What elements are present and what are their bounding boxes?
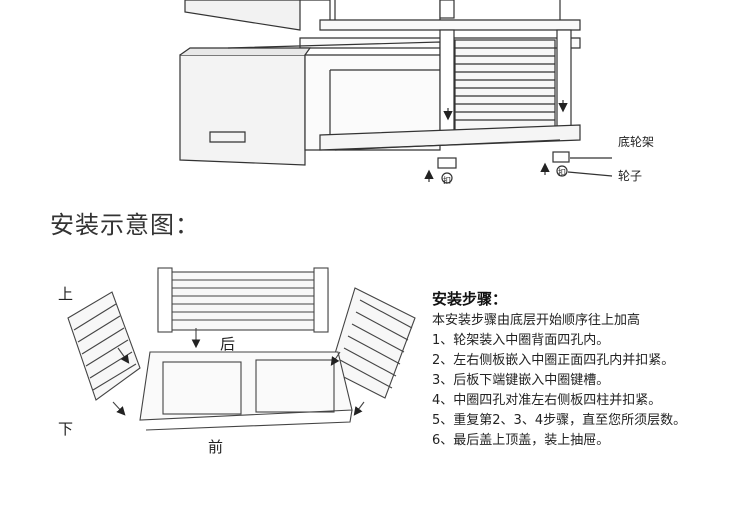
step-4: 4、中圈四孔对准左右侧板四柱并扣紧。 [432,393,662,408]
wheel-label: 轮子 [618,169,643,183]
base-frame-label: 底轮架 [618,135,655,149]
step-6: 6、最后盖上顶盖，装上抽屉。 [432,433,610,448]
wheel-marker-left: 扣 [443,175,451,185]
section-title: 安装示意图： [50,211,200,239]
drawer-unit-drawing [179,0,613,184]
step-3: 3、后板下端键嵌入中圈键槽。 [432,373,610,388]
instructions-title: 安装步骤： [432,290,508,308]
label-bottom: 下 [58,420,74,438]
label-back: 后 [220,335,236,353]
step-5: 5、重复第2、3、4步骤，直至您所须层数。 [432,413,687,428]
wheel-marker-right: 扣 [558,167,566,177]
instructions-panel: 安装步骤： 本安装步骤由底层开始顺序往上加高 1、轮架装入中圈背面四孔内。 2、… [432,288,732,451]
label-front: 前 [208,438,224,456]
step-1: 1、轮架装入中圈背面四孔内。 [432,333,610,348]
exploded-view-drawing [67,267,416,431]
step-2: 2、左右侧板嵌入中圈正面四孔内并扣紧。 [432,353,675,368]
instructions-intro: 本安装步骤由底层开始顺序往上加高 [432,313,641,328]
label-top: 上 [58,285,74,303]
